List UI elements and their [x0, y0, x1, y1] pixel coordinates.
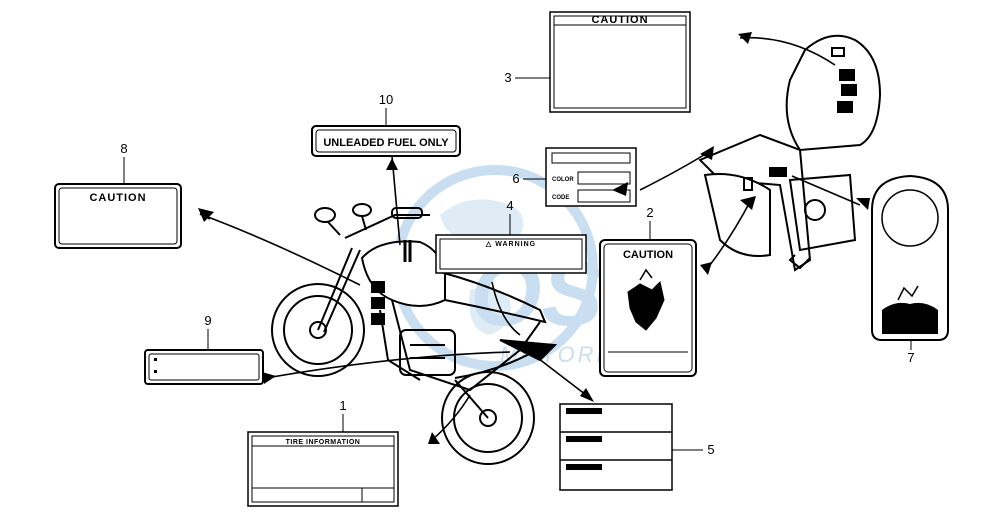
label-caution-left: CAUTION: [54, 183, 182, 249]
callout-5: 5: [707, 442, 714, 457]
callout-1: 1: [339, 398, 346, 413]
label-caution-right: CAUTION: [599, 239, 697, 377]
caution-left-text: CAUTION: [89, 192, 146, 204]
label-tire-information: TIRE INFORMATION: [247, 431, 399, 507]
tank-pictogram: [882, 285, 938, 334]
callout-7: 7: [907, 350, 914, 365]
arrow-heads: [198, 32, 870, 444]
callout-10: 10: [379, 92, 393, 107]
code-text: CODE: [552, 195, 569, 201]
label-caution-top: CAUTION: [549, 11, 691, 113]
callout-8: 8: [120, 141, 127, 156]
warning-text: △ WARNING: [485, 241, 536, 248]
callout-9: 9: [204, 313, 211, 328]
label-9: [144, 349, 264, 385]
caution-right-text: CAUTION: [623, 249, 673, 261]
color-text: COLOR: [552, 177, 574, 183]
rear-wheel: [441, 371, 535, 465]
tank-top-view: [785, 34, 882, 152]
label-color-code: COLOR CODE: [545, 147, 637, 207]
label-warning: △ WARNING: [435, 234, 587, 274]
callout-6: 6: [512, 171, 519, 186]
caution-pictogram: [627, 268, 665, 331]
tank-frame-illustration: [698, 34, 882, 272]
tire-text: TIRE INFORMATION: [286, 439, 361, 446]
callout-4: 4: [506, 198, 513, 213]
unleaded-text: UNLEADED FUEL ONLY: [323, 137, 449, 149]
label-7: [871, 174, 949, 341]
label-5: [559, 403, 673, 491]
watermark-globe-continents: [440, 199, 524, 335]
label-unleaded-fuel: UNLEADED FUEL ONLY: [311, 125, 461, 157]
callout-3: 3: [504, 70, 511, 85]
caution-top-text: CAUTION: [591, 14, 648, 26]
callout-2: 2: [646, 205, 653, 220]
front-wheel: [271, 283, 365, 377]
callouts: 1 2 3 4 5 6 7 8 9 10: [120, 70, 914, 457]
